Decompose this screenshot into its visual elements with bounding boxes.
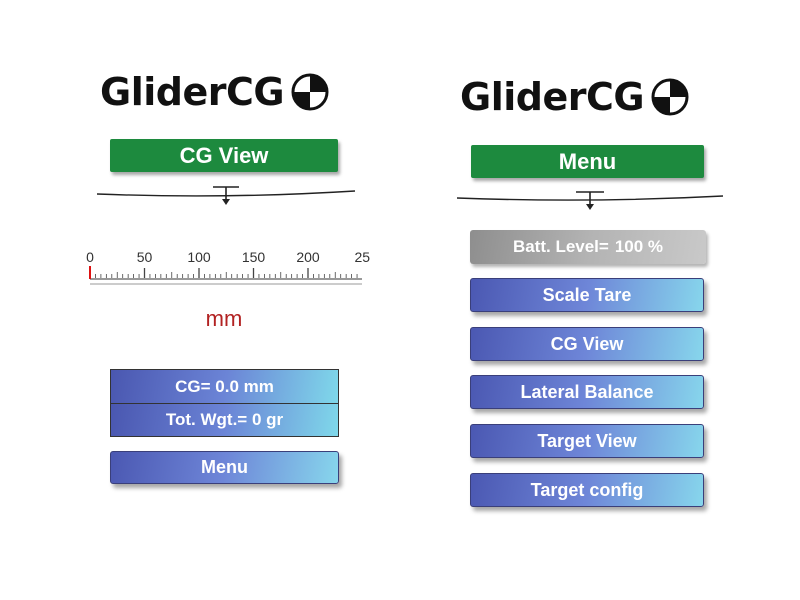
ruler-tick-label: 150: [242, 249, 266, 265]
glider-icon: [456, 191, 724, 210]
cg-symbol-icon: [651, 78, 689, 116]
ruler-tick-label: 200: [296, 249, 320, 265]
target-view-button[interactable]: Target View: [470, 424, 704, 458]
lateral-balance-button[interactable]: Lateral Balance: [470, 375, 704, 409]
ruler-tick-label: 50: [137, 249, 153, 265]
menu-screen: GliderCG Menu Batt. Level= 100 % Scale T…: [400, 0, 800, 600]
cg-symbol-icon: [291, 73, 329, 111]
cg-view-button[interactable]: CG View: [470, 327, 704, 361]
scale-tare-button[interactable]: Scale Tare: [470, 278, 704, 312]
battery-level-display: Batt. Level= 100 %: [470, 230, 706, 264]
battery-label: Batt. Level=: [512, 237, 609, 256]
ruler-tick-label: 100: [187, 249, 211, 265]
app-logo: GliderCG: [460, 73, 690, 121]
ruler-tick-label: 25: [355, 249, 371, 265]
unit-label: mm: [205, 306, 243, 331]
cg-scale-ruler: 0 50 100 150 200 25: [86, 249, 371, 285]
ruler-tick-label: 0: [86, 249, 94, 265]
logo-text: GliderCG: [460, 75, 645, 119]
glider-icon: [96, 186, 356, 205]
cg-view-screen: GliderCG CG View 0 50 100 150 200 25 mm CG= 0…: [86, 68, 371, 484]
logo-text: GliderCG: [100, 70, 285, 114]
app-logo: GliderCG: [100, 68, 330, 116]
screen-title: CG View: [110, 139, 338, 172]
weight-readout: Tot. Wgt.= 0 gr: [110, 403, 339, 437]
menu-button[interactable]: Menu: [110, 451, 339, 484]
cg-readout: CG= 0.0 mm: [110, 369, 339, 404]
battery-value: 100 %: [614, 237, 664, 256]
screen-title: Menu: [471, 145, 704, 178]
target-config-button[interactable]: Target config: [470, 473, 704, 507]
